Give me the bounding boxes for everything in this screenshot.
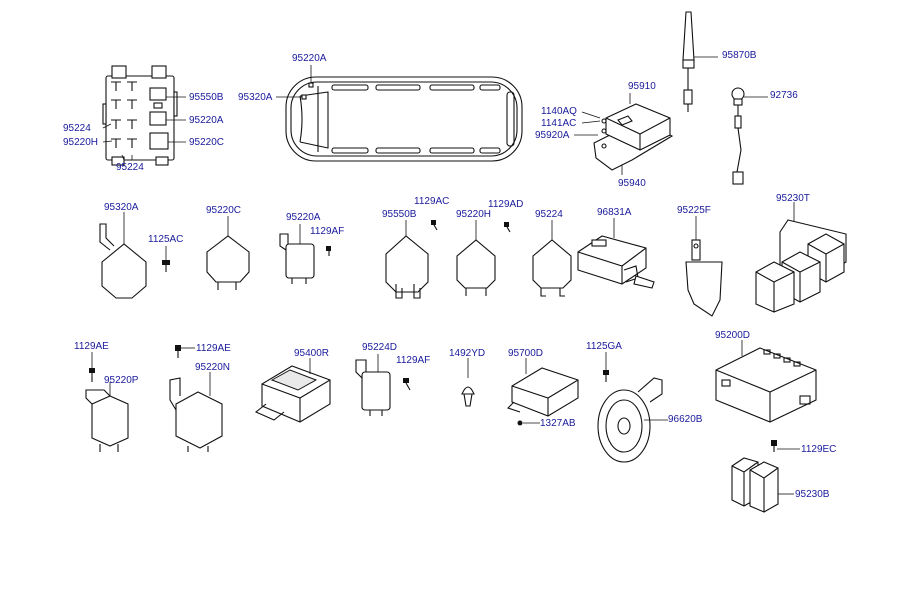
callout-95220a-top: 95220A xyxy=(292,53,327,64)
relay-pack-95230b-drawing xyxy=(731,440,800,513)
callout-95220c-box: 95220C xyxy=(189,137,225,148)
callout-95320a-top: 95320A xyxy=(238,92,273,103)
vehicle-top-view-drawing xyxy=(276,65,523,162)
callout-95220h-box: 95220H xyxy=(63,137,99,148)
callout-95220h: 95220H xyxy=(456,209,492,220)
callout-95920a: 95920A xyxy=(535,130,570,141)
relay-95224d-drawing xyxy=(355,354,411,416)
callout-95870b: 95870B xyxy=(722,50,757,61)
relay-95220p-drawing xyxy=(85,352,129,452)
relay-95224-drawing xyxy=(532,220,572,297)
bracket-95225f-drawing xyxy=(685,216,723,317)
callout-1129af-a: 1129AF xyxy=(310,226,345,237)
callout-95220a-box: 95220A xyxy=(189,115,224,126)
callout-95320a: 95320A xyxy=(104,202,139,213)
callout-1129ac: 1129AC xyxy=(414,196,450,207)
callout-1129ae-b: 1129AE xyxy=(196,343,231,354)
relay-95220n-drawing xyxy=(169,345,223,452)
relay-95220h-drawing xyxy=(456,220,496,296)
callout-1129ae-a: 1129AE xyxy=(74,341,109,352)
antenna-drawing xyxy=(682,11,718,112)
screw-1129ad-drawing xyxy=(504,222,511,233)
callout-95220a: 95220A xyxy=(286,212,321,223)
relay-95550b-drawing xyxy=(385,220,429,299)
callout-1492yd: 1492YD xyxy=(449,348,486,359)
callout-95940: 95940 xyxy=(618,178,646,189)
callout-95200d: 95200D xyxy=(715,330,751,341)
callout-95230b: 95230B xyxy=(795,489,830,500)
callout-1129ad: 1129AD xyxy=(488,199,524,210)
callout-1141ac: 1141AC xyxy=(541,118,577,129)
callout-95224-box-bottom: 95224 xyxy=(116,162,144,173)
callout-96620b: 96620B xyxy=(668,414,703,425)
module-95700d-drawing xyxy=(506,358,579,426)
callout-95910: 95910 xyxy=(628,81,656,92)
callout-95224: 95224 xyxy=(535,209,563,220)
callout-95550b-box: 95550B xyxy=(189,92,224,103)
screw-1125ga-drawing xyxy=(603,352,609,382)
control-module-bracket-drawing xyxy=(574,93,674,175)
callout-1125ac: 1125AC xyxy=(148,234,184,245)
relay-95220c-drawing xyxy=(206,216,250,290)
module-95400r-drawing xyxy=(254,358,331,423)
callout-1129af-b: 1129AF xyxy=(396,355,431,366)
relay-95220a-drawing xyxy=(279,224,331,284)
relay-box-drawing xyxy=(102,65,186,166)
module-96831a-drawing xyxy=(577,218,655,289)
callout-1129ec: 1129EC xyxy=(801,444,837,455)
relay-cluster-95230t-drawing xyxy=(755,202,847,313)
screw-1129ac-drawing xyxy=(431,220,438,231)
junction-block-95200d-drawing xyxy=(715,340,817,423)
callout-95224d: 95224D xyxy=(362,342,398,353)
screw-1125ac-drawing xyxy=(162,246,170,272)
callout-95225f: 95225F xyxy=(677,205,711,216)
callout-95220n: 95220N xyxy=(195,362,231,373)
callout-95230t: 95230T xyxy=(776,193,810,204)
callout-1125ga: 1125GA xyxy=(586,341,622,352)
callout-92736: 92736 xyxy=(770,90,798,101)
relay-95320a-drawing xyxy=(99,212,147,299)
callout-96831a: 96831A xyxy=(597,207,632,218)
callout-95700d: 95700D xyxy=(508,348,544,359)
callout-95220c: 95220C xyxy=(206,205,242,216)
callout-1140aq: 1140AQ xyxy=(541,106,577,117)
antenna-cable-drawing xyxy=(731,87,768,185)
callout-95220p: 95220P xyxy=(104,375,139,386)
callout-95224-box: 95224 xyxy=(63,123,91,134)
horn-96620b-drawing xyxy=(597,377,668,463)
callout-95400r: 95400R xyxy=(294,348,330,359)
callout-1327ab: 1327AB xyxy=(540,418,576,429)
callout-95550b: 95550B xyxy=(382,209,417,220)
grommet-1492yd-drawing xyxy=(461,358,475,407)
